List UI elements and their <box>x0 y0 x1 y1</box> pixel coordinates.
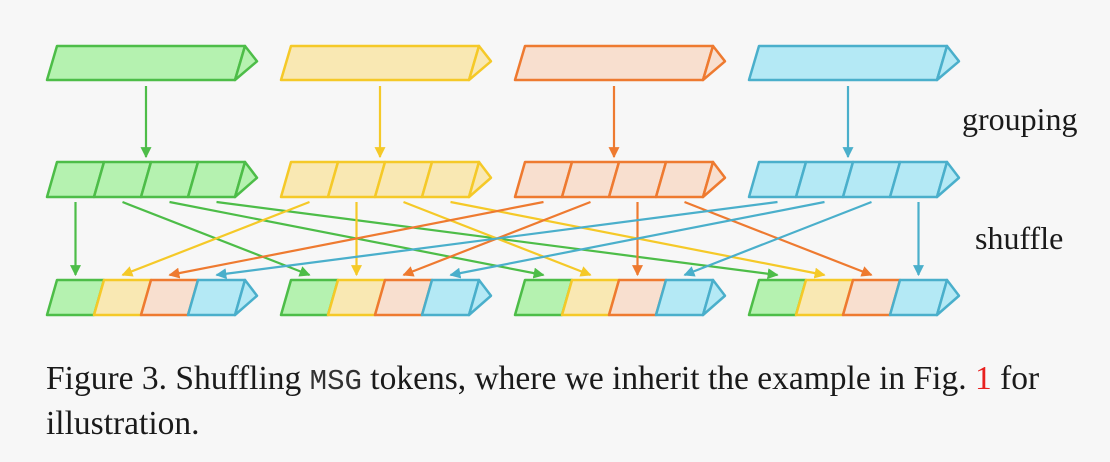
caption-suffix: for illustration. <box>46 360 1040 442</box>
figure-reference-link[interactable]: 1 <box>974 360 992 397</box>
shuffle-arrow-blue <box>215 200 778 280</box>
input-token-green <box>45 44 259 82</box>
shuffled-token-2 <box>279 278 493 317</box>
grouped-token-orange <box>513 160 727 199</box>
shuffle-arrow-blue <box>683 200 872 277</box>
input-token-blue <box>747 44 961 82</box>
grouped-token-yellow <box>279 160 493 199</box>
shuffle-arrow-blue <box>449 200 825 279</box>
row-input-tokens <box>45 44 961 82</box>
shuffle-label: shuffle <box>975 220 1064 256</box>
shuffled-token-3 <box>513 278 727 317</box>
shuffled-token-1 <box>45 278 259 317</box>
input-token-yellow <box>279 44 493 82</box>
caption-middle: tokens, where we inherit the example in … <box>361 360 975 397</box>
shuffle-arrow-yellow <box>121 200 310 277</box>
caption-code: MSG <box>309 365 362 398</box>
figure-caption: Figure 3. Shuffling MSG tokens, where we… <box>46 358 1086 445</box>
shuffle-diagram <box>45 44 961 317</box>
caption-prefix: Figure 3. Shuffling <box>46 360 310 397</box>
shuffle-arrow-orange <box>168 200 544 279</box>
grouped-token-green <box>45 160 259 199</box>
row-grouped-tokens <box>45 160 961 199</box>
grouped-token-blue <box>747 160 961 199</box>
input-token-orange <box>513 44 727 82</box>
shuffled-token-4 <box>747 278 961 317</box>
grouping-label: grouping <box>962 101 1078 137</box>
row-shuffled-tokens <box>45 278 961 317</box>
